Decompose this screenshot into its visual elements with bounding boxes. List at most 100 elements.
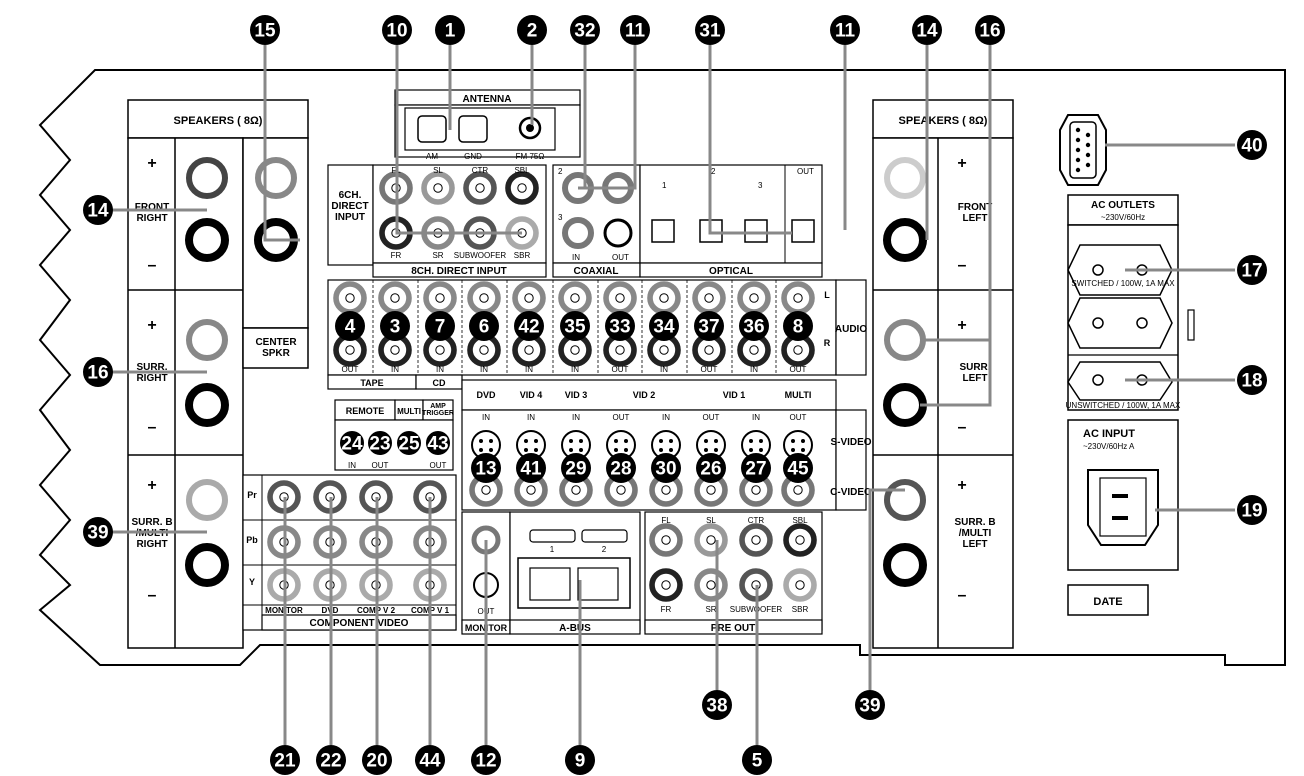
callout-20: 20 — [362, 745, 392, 775]
svideo-jack-2[interactable] — [516, 430, 546, 460]
audio-l-jack-8[interactable] — [647, 281, 681, 315]
surr-right-plus-terminal[interactable] — [186, 319, 228, 361]
front-left-minus-terminal[interactable] — [883, 218, 927, 262]
switched-outlet-bottom[interactable] — [1067, 297, 1173, 349]
audio-l-jack-4[interactable] — [467, 281, 501, 315]
preout-fl-label: FL — [661, 516, 671, 525]
leader-line-5 — [578, 45, 637, 190]
svg-text:45: 45 — [787, 459, 809, 480]
svideo-jack-6[interactable] — [696, 430, 726, 460]
svg-text:28: 28 — [610, 459, 631, 480]
audio-l-jack-2[interactable] — [378, 281, 412, 315]
audio-io-label-7: OUT — [612, 365, 629, 374]
svg-text:16: 16 — [979, 21, 1000, 42]
audio-l-jack-9[interactable] — [692, 281, 726, 315]
svg-text:22: 22 — [320, 751, 341, 772]
abus-label: A-BUS — [559, 623, 591, 634]
surr-left-minus-terminal[interactable] — [883, 383, 927, 427]
audio-l-jack-5[interactable] — [512, 281, 546, 315]
lower-middle-section: MONITOR OUT A-BUS 1 2 PRE OUT FLFRSLSRCT… — [461, 511, 823, 635]
pre-out-label: PRE OUT — [711, 623, 755, 634]
preout-fl-jack[interactable] — [649, 523, 683, 557]
leader-line-8 — [263, 45, 300, 242]
audio-l-jack-7[interactable] — [603, 281, 637, 315]
surrb-left-minus-terminal[interactable] — [883, 543, 927, 587]
callout-14a: 14 — [912, 15, 942, 45]
audio-io-label-4: IN — [480, 365, 488, 374]
surrb-right-plus-terminal[interactable] — [186, 479, 228, 521]
callout-19: 19 — [1237, 495, 1267, 525]
optical-label: OPTICAL — [709, 266, 753, 277]
callout-24: 24 — [341, 432, 363, 455]
front-right-minus-terminal[interactable] — [185, 218, 229, 262]
video-col-label-1: DVD — [476, 390, 496, 400]
remote-out-label: OUT — [372, 461, 389, 470]
callout-11b: 11 — [830, 15, 860, 45]
direct-sub-label: SUBWOOFER — [454, 251, 507, 260]
unswitched-outlet[interactable] — [1067, 361, 1173, 401]
surrb-right-minus-terminal[interactable] — [185, 543, 229, 587]
audio-r-jack-9[interactable] — [692, 333, 726, 367]
optical-out-jack[interactable] — [791, 219, 815, 243]
audio-l-jack-6[interactable] — [558, 281, 592, 315]
am-antenna-terminal[interactable] — [417, 115, 447, 143]
antenna-section: ANTENNA AM GND FM 75Ω — [394, 89, 581, 161]
ac-input-sub: ~230V/60Hz A — [1083, 442, 1135, 451]
video-col-label-3: VID 3 — [565, 390, 588, 400]
audio-l-jack-1[interactable] — [333, 281, 367, 315]
callout-23: 23 — [369, 432, 391, 455]
preout-fr-jack[interactable] — [649, 568, 683, 602]
callout-4: 4 — [335, 311, 365, 341]
preout-sbl-jack[interactable] — [783, 523, 817, 557]
surrb-left-plus-terminal[interactable] — [884, 479, 926, 521]
audio-io-label-5: IN — [525, 365, 533, 374]
coax-3-jack[interactable] — [562, 217, 594, 249]
callout-41: 41 — [516, 453, 546, 483]
svg-text:42: 42 — [518, 317, 539, 338]
svg-text:16: 16 — [87, 363, 108, 384]
optical-3-jack[interactable] — [744, 219, 768, 243]
switched-outlet-top[interactable] — [1067, 244, 1173, 296]
callout-37: 37 — [694, 311, 724, 341]
center-plus-terminal[interactable] — [255, 157, 297, 199]
audio-r-jack-4[interactable] — [467, 333, 501, 367]
callout-31: 31 — [695, 15, 725, 45]
svg-text:20: 20 — [366, 751, 387, 772]
audio-io-label-10: IN — [750, 365, 758, 374]
audio-l-jack-3[interactable] — [423, 281, 457, 315]
callout-33: 33 — [605, 311, 635, 341]
preout-sr-jack[interactable] — [694, 568, 728, 602]
direct-sl-jack[interactable] — [421, 171, 455, 205]
front-right-plus-terminal[interactable] — [186, 157, 228, 199]
direct-ctr-jack[interactable] — [463, 171, 497, 205]
callout-28: 28 — [606, 453, 636, 483]
preout-sbr-jack[interactable] — [783, 568, 817, 602]
opt-1-label: 1 — [662, 181, 667, 190]
svideo-jack-4[interactable] — [606, 430, 636, 460]
minus-sign: – — [148, 257, 157, 274]
pr-label: Pr — [247, 490, 257, 500]
cvideo-jack-5[interactable] — [649, 473, 683, 507]
svideo-jack-3[interactable] — [561, 430, 591, 460]
preout-sr-label: SR — [705, 605, 716, 614]
surr-right-minus-terminal[interactable] — [185, 383, 229, 427]
y-label: Y — [249, 577, 255, 587]
rs232-port[interactable] — [1059, 114, 1107, 186]
callout-43: 43 — [427, 432, 449, 455]
coax-2-label: 2 — [558, 167, 563, 176]
preout-sl-jack[interactable] — [694, 523, 728, 557]
callout-22: 22 — [316, 745, 346, 775]
preout-ctr-jack[interactable] — [739, 523, 773, 557]
front-left-plus-terminal[interactable] — [884, 157, 926, 199]
svg-text:1: 1 — [445, 21, 456, 42]
direct-sbl-jack[interactable] — [505, 171, 539, 205]
optical-1-jack[interactable] — [651, 219, 675, 243]
surr-left-plus-terminal[interactable] — [884, 319, 926, 361]
coax-out-jack[interactable] — [603, 218, 633, 248]
surr-left-label-block-text: SURR.LEFT — [959, 362, 990, 384]
gnd-antenna-terminal[interactable] — [458, 115, 488, 143]
audio-l-jack-10[interactable] — [737, 281, 771, 315]
audio-l-jack-11[interactable] — [781, 281, 815, 315]
direct-ctr-label: CTR — [472, 166, 489, 175]
